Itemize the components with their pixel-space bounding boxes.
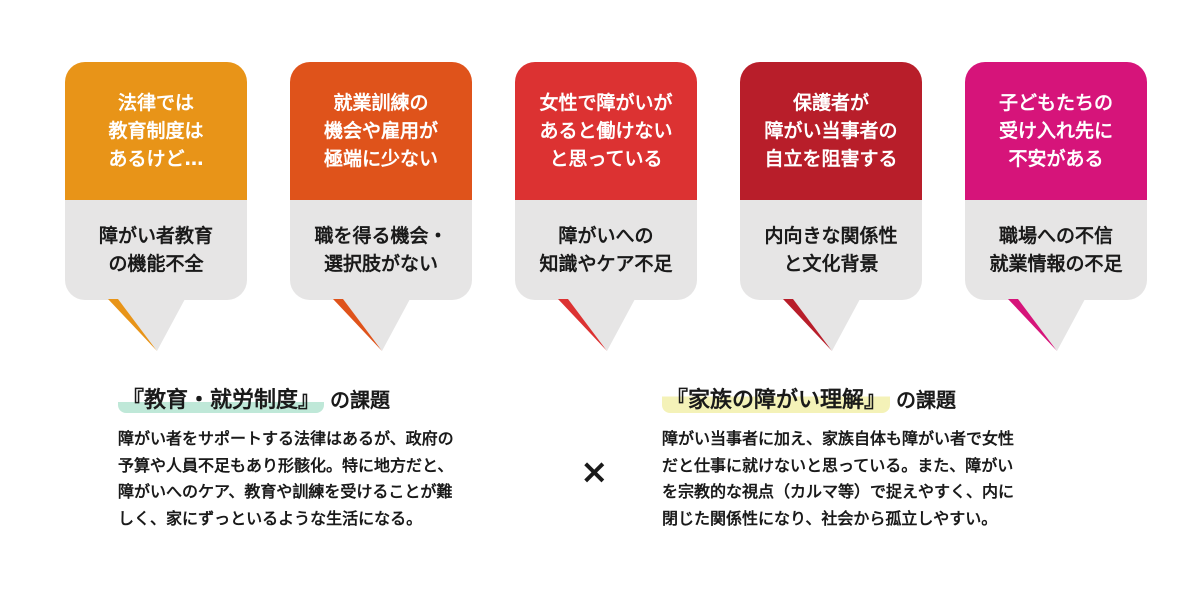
multiply-icon: × [580,452,609,492]
card-problem: 保護者が 障がい当事者の 自立を阻害する [740,62,922,200]
card-cause: 障がい者教育 の機能不全 [65,200,247,300]
left-description: 障がい者をサポートする法律はあるが、政府の 予算や人員不足もあり形骸化。特に地方… [118,429,454,528]
tail-body [793,299,860,351]
card-problem: 法律では 教育制度は あるけど… [65,62,247,200]
tail-body [118,299,185,351]
speech-bubble-card: 保護者が 障がい当事者の 自立を阻害する 内向きな関係性 と文化背景 [740,62,922,351]
card-cause: 内向きな関係性 と文化背景 [740,200,922,300]
speech-bubble-card: 法律では 教育制度は あるけど… 障がい者教育 の機能不全 [65,62,247,351]
left-heading: 『教育・就労制度』の課題 [118,382,390,414]
card-problem: 女性で障がいが あると働けない と思っている [515,62,697,200]
tail-accent [558,299,607,351]
bubble-tail [783,299,860,351]
speech-bubble-card: 子どもたちの 受け入れ先に 不安がある 職場への不信 就業情報の不足 [965,62,1147,351]
tail-accent [108,299,157,351]
left-heading-title: 『教育・就労制度』 [118,388,325,413]
speech-bubble-card: 女性で障がいが あると働けない と思っている 障がいへの 知識やケア不足 [515,62,697,351]
bubble-tail [1008,299,1085,351]
bubble-tail [333,299,410,351]
right-heading-suffix: の課題 [896,388,957,412]
left-heading-suffix: の課題 [330,388,391,412]
tail-accent [333,299,382,351]
right-heading-title: 『家族の障がい理解』 [662,388,891,413]
card-problem: 就業訓練の 機会や雇用が 極端に少ない [290,62,472,200]
tail-body [568,299,635,351]
tail-accent [783,299,832,351]
card-cause: 職場への不信 就業情報の不足 [965,200,1147,300]
tail-accent [1008,299,1057,351]
right-heading: 『家族の障がい理解』の課題 [662,382,956,414]
speech-bubble-card: 就業訓練の 機会や雇用が 極端に少ない 職を得る機会・ 選択肢がない [290,62,472,351]
tail-body [1018,299,1085,351]
bubble-tail [108,299,185,351]
bubble-tail [558,299,635,351]
card-cause: 職を得る機会・ 選択肢がない [290,200,472,300]
card-problem: 子どもたちの 受け入れ先に 不安がある [965,62,1147,200]
right-description: 障がい当事者に加え、家族自体も障がい者で女性 だと仕事に就けないと思っている。ま… [662,429,1015,528]
tail-body [343,299,410,351]
card-cause: 障がいへの 知識やケア不足 [515,200,697,300]
